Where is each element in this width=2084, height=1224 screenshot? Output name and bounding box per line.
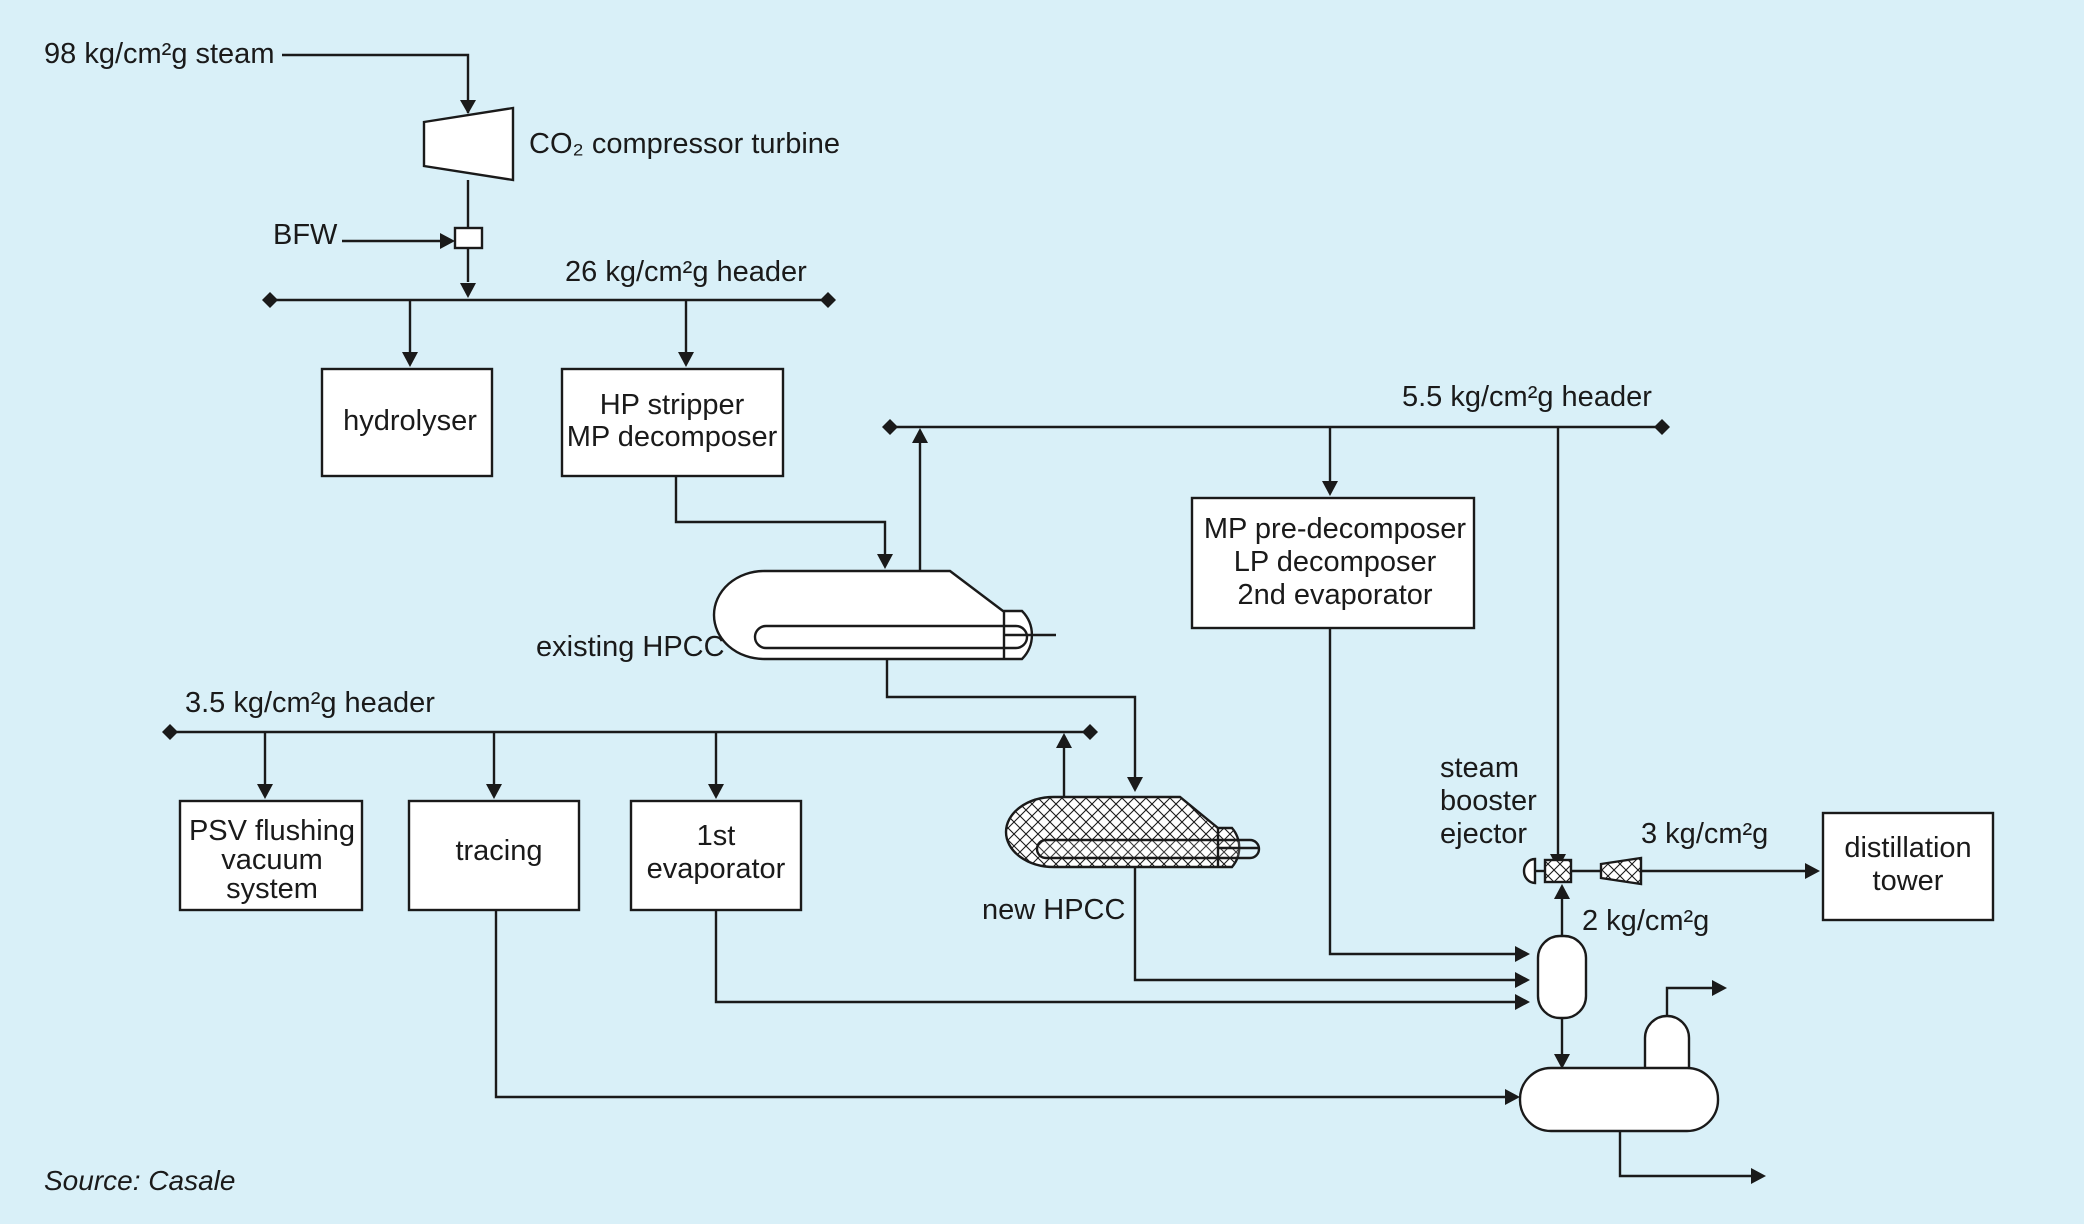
psv-vacuum-label: vacuum (221, 844, 323, 876)
flash-tank-vessel (1518, 1066, 1720, 1133)
hp-stripper-box (560, 367, 785, 478)
distillation-label-2: tower (1873, 865, 1944, 897)
steam-98-label: 98 kg/cm²g steam (44, 38, 274, 70)
arrowhead (1515, 994, 1530, 1010)
co2-compressor-turbine (422, 106, 515, 182)
distillation-tower-box (1821, 811, 1995, 922)
arrowhead (486, 784, 502, 799)
arrowhead (678, 352, 694, 367)
ejector-nozzle-cap (1522, 857, 1537, 885)
new-hpcc-label: new HPCC (982, 894, 1125, 926)
header-55-label: 5.5 kg/cm²g header (1402, 381, 1652, 413)
flash-tank-dome (1643, 1014, 1691, 1074)
1st-evaporator-label-2: evaporator (647, 853, 786, 885)
new-hpcc-to-separator-line (1133, 867, 1515, 982)
existing-hpcc-label: existing HPCC (536, 631, 725, 663)
ejector-diffuser (1599, 856, 1643, 886)
existing-hpcc-vessel (712, 569, 1034, 661)
arrowhead (1554, 884, 1570, 899)
co2-turbine-label: CO₂ compressor turbine (529, 128, 840, 160)
arrowhead (1805, 863, 1820, 879)
steam-98-line (282, 53, 470, 113)
new-hpcc-tube-bundle (1035, 838, 1261, 860)
mp-pre-decomposer-box (1190, 496, 1476, 630)
evaporator-to-separator-line (714, 910, 1515, 1004)
header-end-diamond (1654, 419, 1670, 435)
arrowhead (257, 784, 273, 799)
desuperheater-valve (453, 226, 484, 250)
mp-pre-decomposer-label: MP pre-decomposer (1204, 513, 1467, 545)
new-hpcc-channel (1216, 828, 1258, 867)
flash-tank-outlet-line (1618, 1131, 1751, 1178)
lp-decomposer-label: LP decomposer (1234, 546, 1437, 578)
header-end-diamond (1082, 724, 1098, 740)
hp-stripper-label: HP stripper (600, 389, 745, 421)
arrowhead (1751, 1168, 1766, 1184)
arrowhead (1515, 972, 1530, 988)
bfw-label: BFW (273, 219, 338, 251)
1st-evaporator-box (629, 799, 803, 912)
arrowhead (1322, 481, 1338, 496)
header-26-label: 26 kg/cm²g header (565, 256, 807, 288)
tracing-label: tracing (455, 835, 542, 867)
header-35-label: 3.5 kg/cm²g header (185, 687, 435, 719)
arrowhead (440, 233, 455, 249)
1st-evaporator-label-1: 1st (697, 820, 736, 852)
distillation-label-1: distillation (1844, 832, 1971, 864)
ejector-label-booster: booster (1440, 785, 1537, 817)
ejector-mixing-chamber (1543, 858, 1573, 884)
arrowhead (708, 784, 724, 799)
arrowhead (1712, 980, 1727, 996)
psv-flushing-label: PSV flushing (189, 815, 355, 847)
arrowhead (877, 554, 893, 569)
flash-separator-vessel (1536, 934, 1588, 1020)
stripper-to-hpcc-line (674, 476, 887, 554)
tracing-to-flash-tank-line (494, 910, 1505, 1099)
arrowhead (1505, 1089, 1520, 1105)
existing-hpcc-channel (1002, 611, 1056, 659)
psv-system-label: system (226, 873, 318, 905)
arrowhead (912, 428, 928, 443)
tracing-box (407, 799, 581, 912)
header-end-diamond (882, 419, 898, 435)
arrowhead (1515, 946, 1530, 962)
existing-hpcc-tube-bundle (753, 624, 1029, 650)
flash-tank-vent-line (1665, 986, 1712, 1016)
arrowhead (1554, 1054, 1570, 1069)
arrowhead (1056, 733, 1072, 748)
arrowhead (460, 100, 476, 114)
arrowhead (460, 283, 476, 298)
ejector-label-steam: steam (1440, 752, 1519, 784)
arrowhead (1127, 777, 1143, 792)
header-end-diamond (820, 292, 836, 308)
existing-to-new-hpcc-line (885, 659, 1137, 777)
hydrolyser-box (320, 367, 494, 478)
ejector-label-ejector: ejector (1440, 818, 1527, 850)
mp-pre-decomposer-to-separator-line (1328, 628, 1515, 956)
2nd-evaporator-label: 2nd evaporator (1237, 579, 1432, 611)
mp-decomposer-label: MP decomposer (567, 421, 778, 453)
header-end-diamond (162, 724, 178, 740)
source-label: Source: Casale (44, 1165, 235, 1196)
pressure-3-label: 3 kg/cm²g (1641, 818, 1768, 850)
psv-flushing-box (178, 799, 364, 912)
hydrolyser-label: hydrolyser (343, 405, 477, 437)
header-end-diamond (262, 292, 278, 308)
pressure-2-label: 2 kg/cm²g (1582, 905, 1709, 937)
arrowhead (402, 352, 418, 367)
